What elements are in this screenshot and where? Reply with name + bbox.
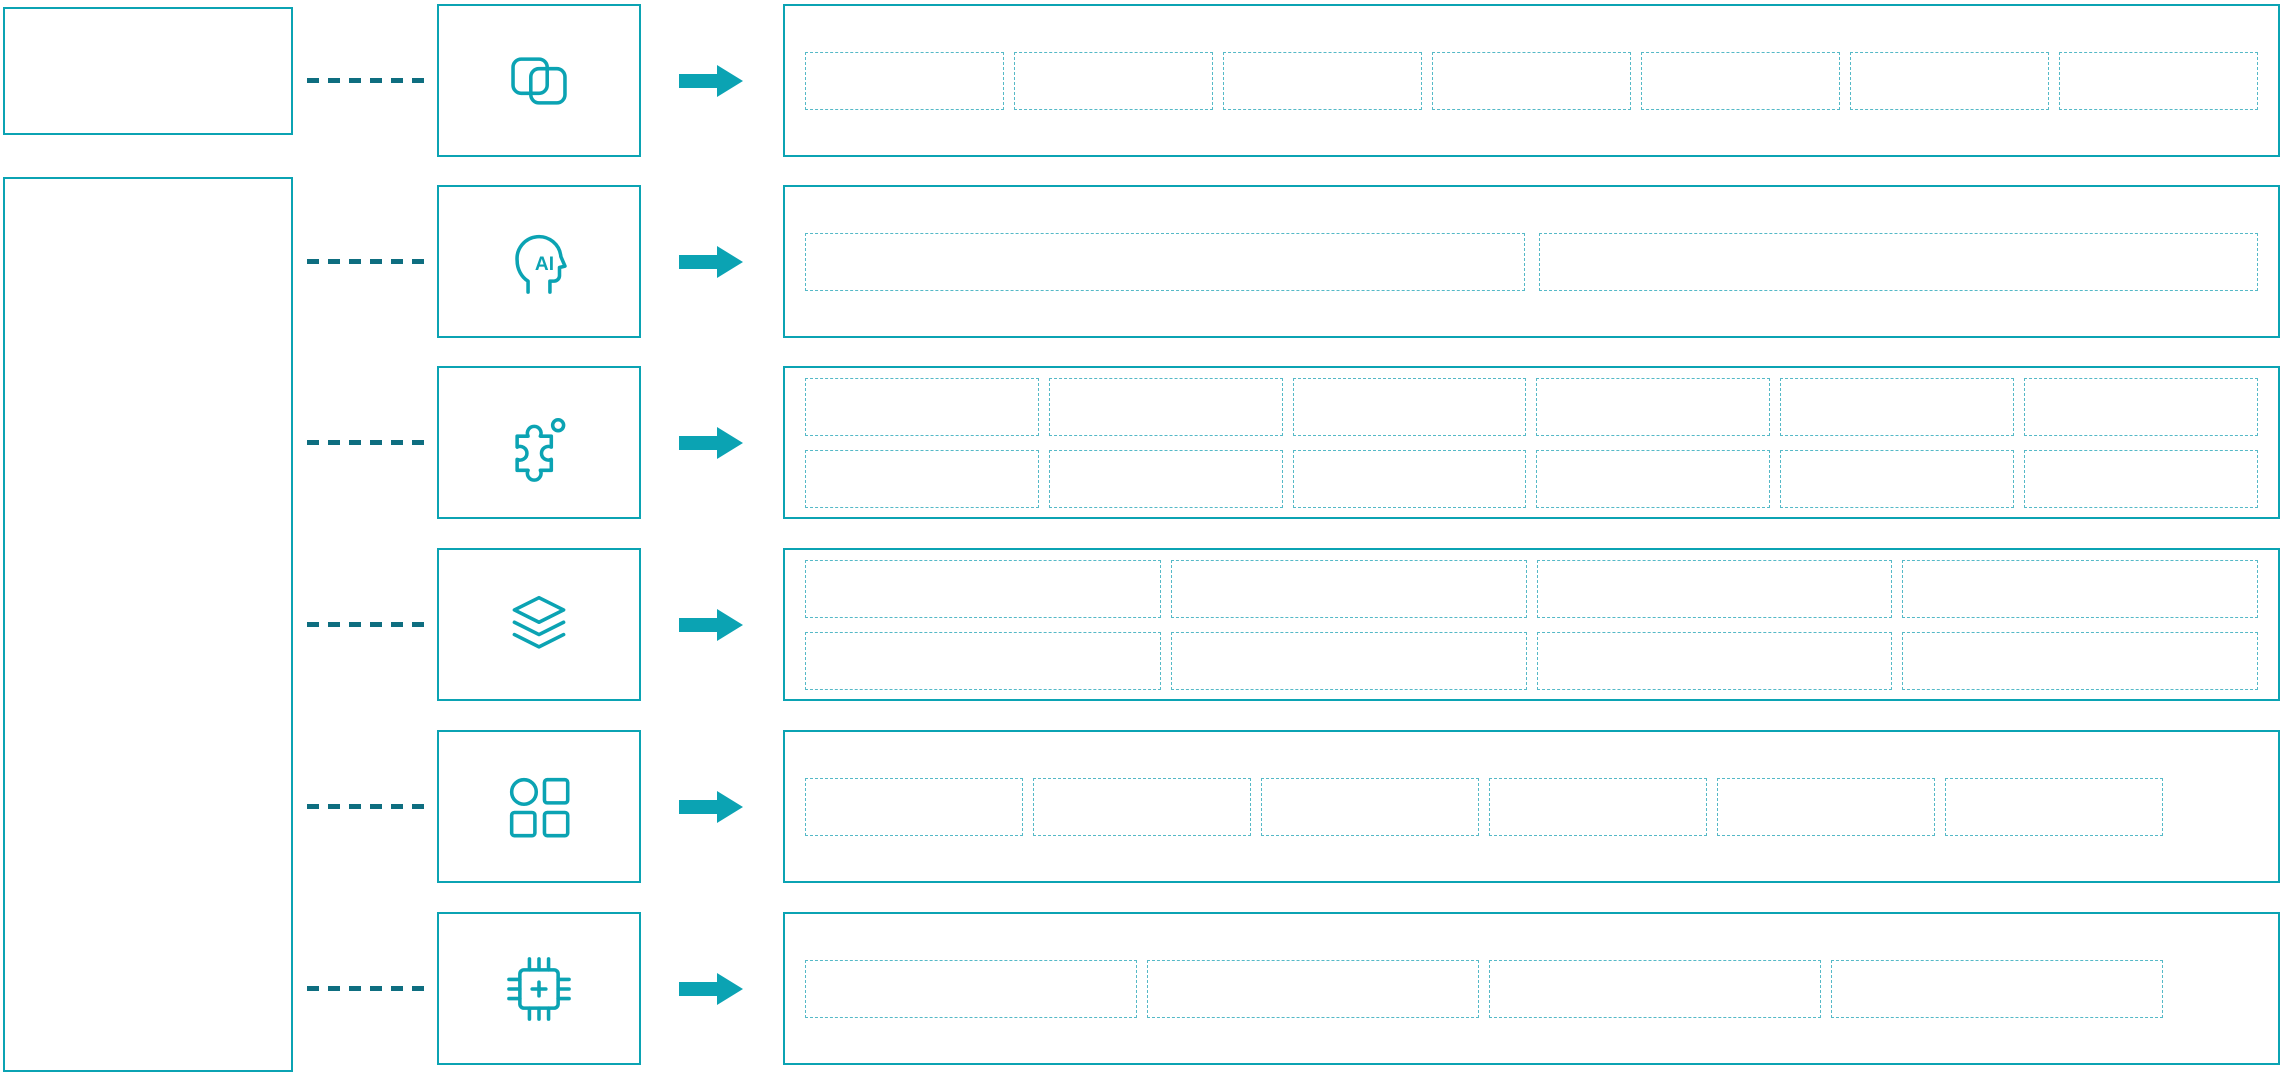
- left-top-box: [3, 7, 293, 135]
- placeholder-box: [1432, 51, 1631, 110]
- dashed-connector-line: [307, 259, 425, 264]
- placeholder-box: [1945, 777, 2163, 836]
- flow-row-4: [293, 548, 2280, 701]
- items-container-6: [783, 912, 2280, 1065]
- placeholder-box: [1292, 377, 1527, 436]
- right-arrow-icon: [679, 608, 743, 641]
- icon-box-5: [437, 730, 641, 883]
- cpu-chip-icon: [507, 956, 571, 1021]
- placeholder-box: [1014, 51, 1213, 110]
- placeholder-box: [1538, 232, 2258, 291]
- placeholder-box: [1536, 631, 1893, 690]
- placeholder-box: [1489, 959, 1821, 1018]
- placeholder-box: [2024, 449, 2258, 508]
- placeholder-box: [1048, 377, 1283, 436]
- ai-head-icon: AI: [515, 234, 567, 294]
- shapes-grid-icon: [509, 777, 570, 837]
- ai-icon-label: AI: [535, 254, 554, 275]
- items-container-1: [783, 4, 2280, 157]
- icon-box-2: AI: [437, 185, 641, 338]
- placeholder-box: [1489, 777, 1707, 836]
- items-container-5: [783, 730, 2280, 883]
- placeholder-box: [1536, 377, 1771, 436]
- placeholder-box: [1048, 449, 1283, 508]
- items-container-3: [783, 366, 2280, 519]
- placeholder-box: [805, 377, 1039, 436]
- layers-icon: [512, 595, 566, 649]
- right-arrow-icon: [679, 245, 743, 278]
- flow-row-6: [293, 912, 2280, 1065]
- placeholder-box: [2059, 51, 2258, 110]
- overlapping-squares-icon: [511, 56, 567, 105]
- flow-row-5: [293, 730, 2280, 883]
- items-container-4: [783, 548, 2280, 701]
- items-container-2: [783, 185, 2280, 338]
- placeholder-box: [1170, 559, 1527, 618]
- placeholder-box: [1261, 777, 1479, 836]
- puzzle-piece-icon: [515, 417, 566, 482]
- placeholder-box: [1170, 631, 1527, 690]
- placeholder-box: [1033, 777, 1251, 836]
- placeholder-box: [1147, 959, 1479, 1018]
- icon-box-4: [437, 548, 641, 701]
- placeholder-box: [1902, 631, 2258, 690]
- placeholder-box: [1902, 559, 2258, 618]
- placeholder-box: [1536, 449, 1771, 508]
- dashed-connector-line: [307, 440, 425, 445]
- dashed-connector-line: [307, 986, 425, 991]
- icon-box-6: [437, 912, 641, 1065]
- placeholder-box: [1780, 449, 2015, 508]
- flow-row-3: [293, 366, 2280, 519]
- placeholder-box: [2024, 377, 2258, 436]
- placeholder-box: [1536, 559, 1893, 618]
- dashed-connector-line: [307, 804, 425, 809]
- placeholder-box: [1223, 51, 1422, 110]
- placeholder-box: [805, 777, 1023, 836]
- placeholder-box: [1831, 959, 2163, 1018]
- placeholder-box: [805, 232, 1525, 291]
- placeholder-box: [1717, 777, 1935, 836]
- left-main-box: [3, 177, 293, 1072]
- icon-box-3: [437, 366, 641, 519]
- placeholder-box: [1780, 377, 2015, 436]
- right-arrow-icon: [679, 64, 743, 97]
- dashed-connector-line: [307, 622, 425, 627]
- right-arrow-icon: [679, 790, 743, 823]
- placeholder-box: [805, 631, 1161, 690]
- dashed-connector-line: [307, 78, 425, 83]
- right-arrow-icon: [679, 426, 743, 459]
- placeholder-box: [1850, 51, 2049, 110]
- flow-row-2: AI: [293, 185, 2280, 338]
- icon-box-1: [437, 4, 641, 157]
- flow-row-1: [293, 4, 2280, 157]
- placeholder-box: [805, 449, 1039, 508]
- placeholder-box: [805, 559, 1161, 618]
- right-arrow-icon: [679, 972, 743, 1005]
- placeholder-box: [1641, 51, 1840, 110]
- placeholder-box: [805, 51, 1004, 110]
- placeholder-box: [805, 959, 1137, 1018]
- placeholder-box: [1292, 449, 1527, 508]
